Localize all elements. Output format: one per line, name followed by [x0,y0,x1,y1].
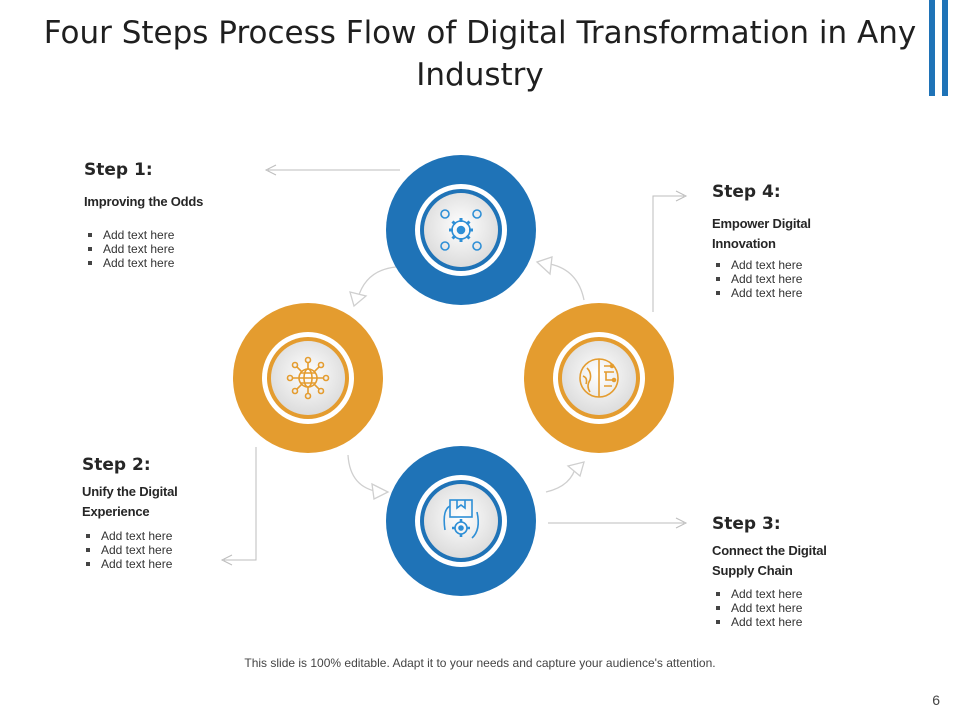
list-item: Add text here [84,543,172,557]
step2-heading: Step 2: [82,455,151,475]
globe-network-icon [286,356,330,400]
list-item: Add text here [86,228,174,242]
flow-arrows [347,256,585,500]
step1-heading: Step 1: [84,160,153,180]
list-item: Add text here [714,258,802,272]
flow-arrow-1-to-2 [357,266,397,299]
step3-subtitle: Connect the Digital Supply Chain [712,543,827,578]
connector-step3-head [675,517,688,529]
flow-arrowhead-2-to-3 [371,482,390,500]
step4-bullets: Add text here Add text here Add text her… [714,258,802,300]
gear-network-icon [440,209,482,251]
connector-step4-head [675,190,688,202]
step1-bullets: Add text here Add text here Add text her… [86,228,174,270]
flow-arrowhead-3-to-4 [566,461,585,478]
step3-heading: Step 3: [712,514,781,534]
package-gear-icon [443,499,479,539]
list-item: Add text here [714,587,802,601]
list-item: Add text here [714,286,802,300]
step1-subtitle: Improving the Odds [84,194,204,209]
list-item: Add text here [84,557,172,571]
step4-subtitle: Empower Digital Innovation [712,216,811,251]
connector-step4 [652,195,684,312]
step1-circle [386,155,536,305]
digital-brain-icon [579,358,619,398]
decor-bar-right [942,0,948,96]
list-item: Add text here [714,272,802,286]
connector-lines [220,164,688,566]
footer-note: This slide is 100% editable. Adapt it to… [244,656,716,670]
flow-arrow-4-to-1 [549,263,585,301]
step2-subtitle: Unify the Digital Experience [82,484,178,519]
step3-bullets: Add text here Add text here Add text her… [714,587,802,629]
connector-step2-head [220,554,233,566]
step2-circle [233,303,383,453]
step3-circle [386,446,536,596]
step4-heading: Step 4: [712,182,781,202]
flow-arrowhead-1-to-2 [349,291,368,308]
decor-bar-left [929,0,935,96]
list-item: Add text here [86,242,174,256]
list-item: Add text here [84,529,172,543]
step4-circle [524,303,674,453]
list-item: Add text here [714,601,802,615]
list-item: Add text here [714,615,802,629]
list-item: Add text here [86,256,174,270]
slide-title: Four Steps Process Flow of Digital Trans… [43,15,917,93]
page-number: 6 [932,692,940,708]
step2-bullets: Add text here Add text here Add text her… [84,529,172,571]
flow-arrowhead-4-to-1 [535,256,553,276]
connector-step2 [224,447,257,561]
connector-step1-head [264,164,277,176]
